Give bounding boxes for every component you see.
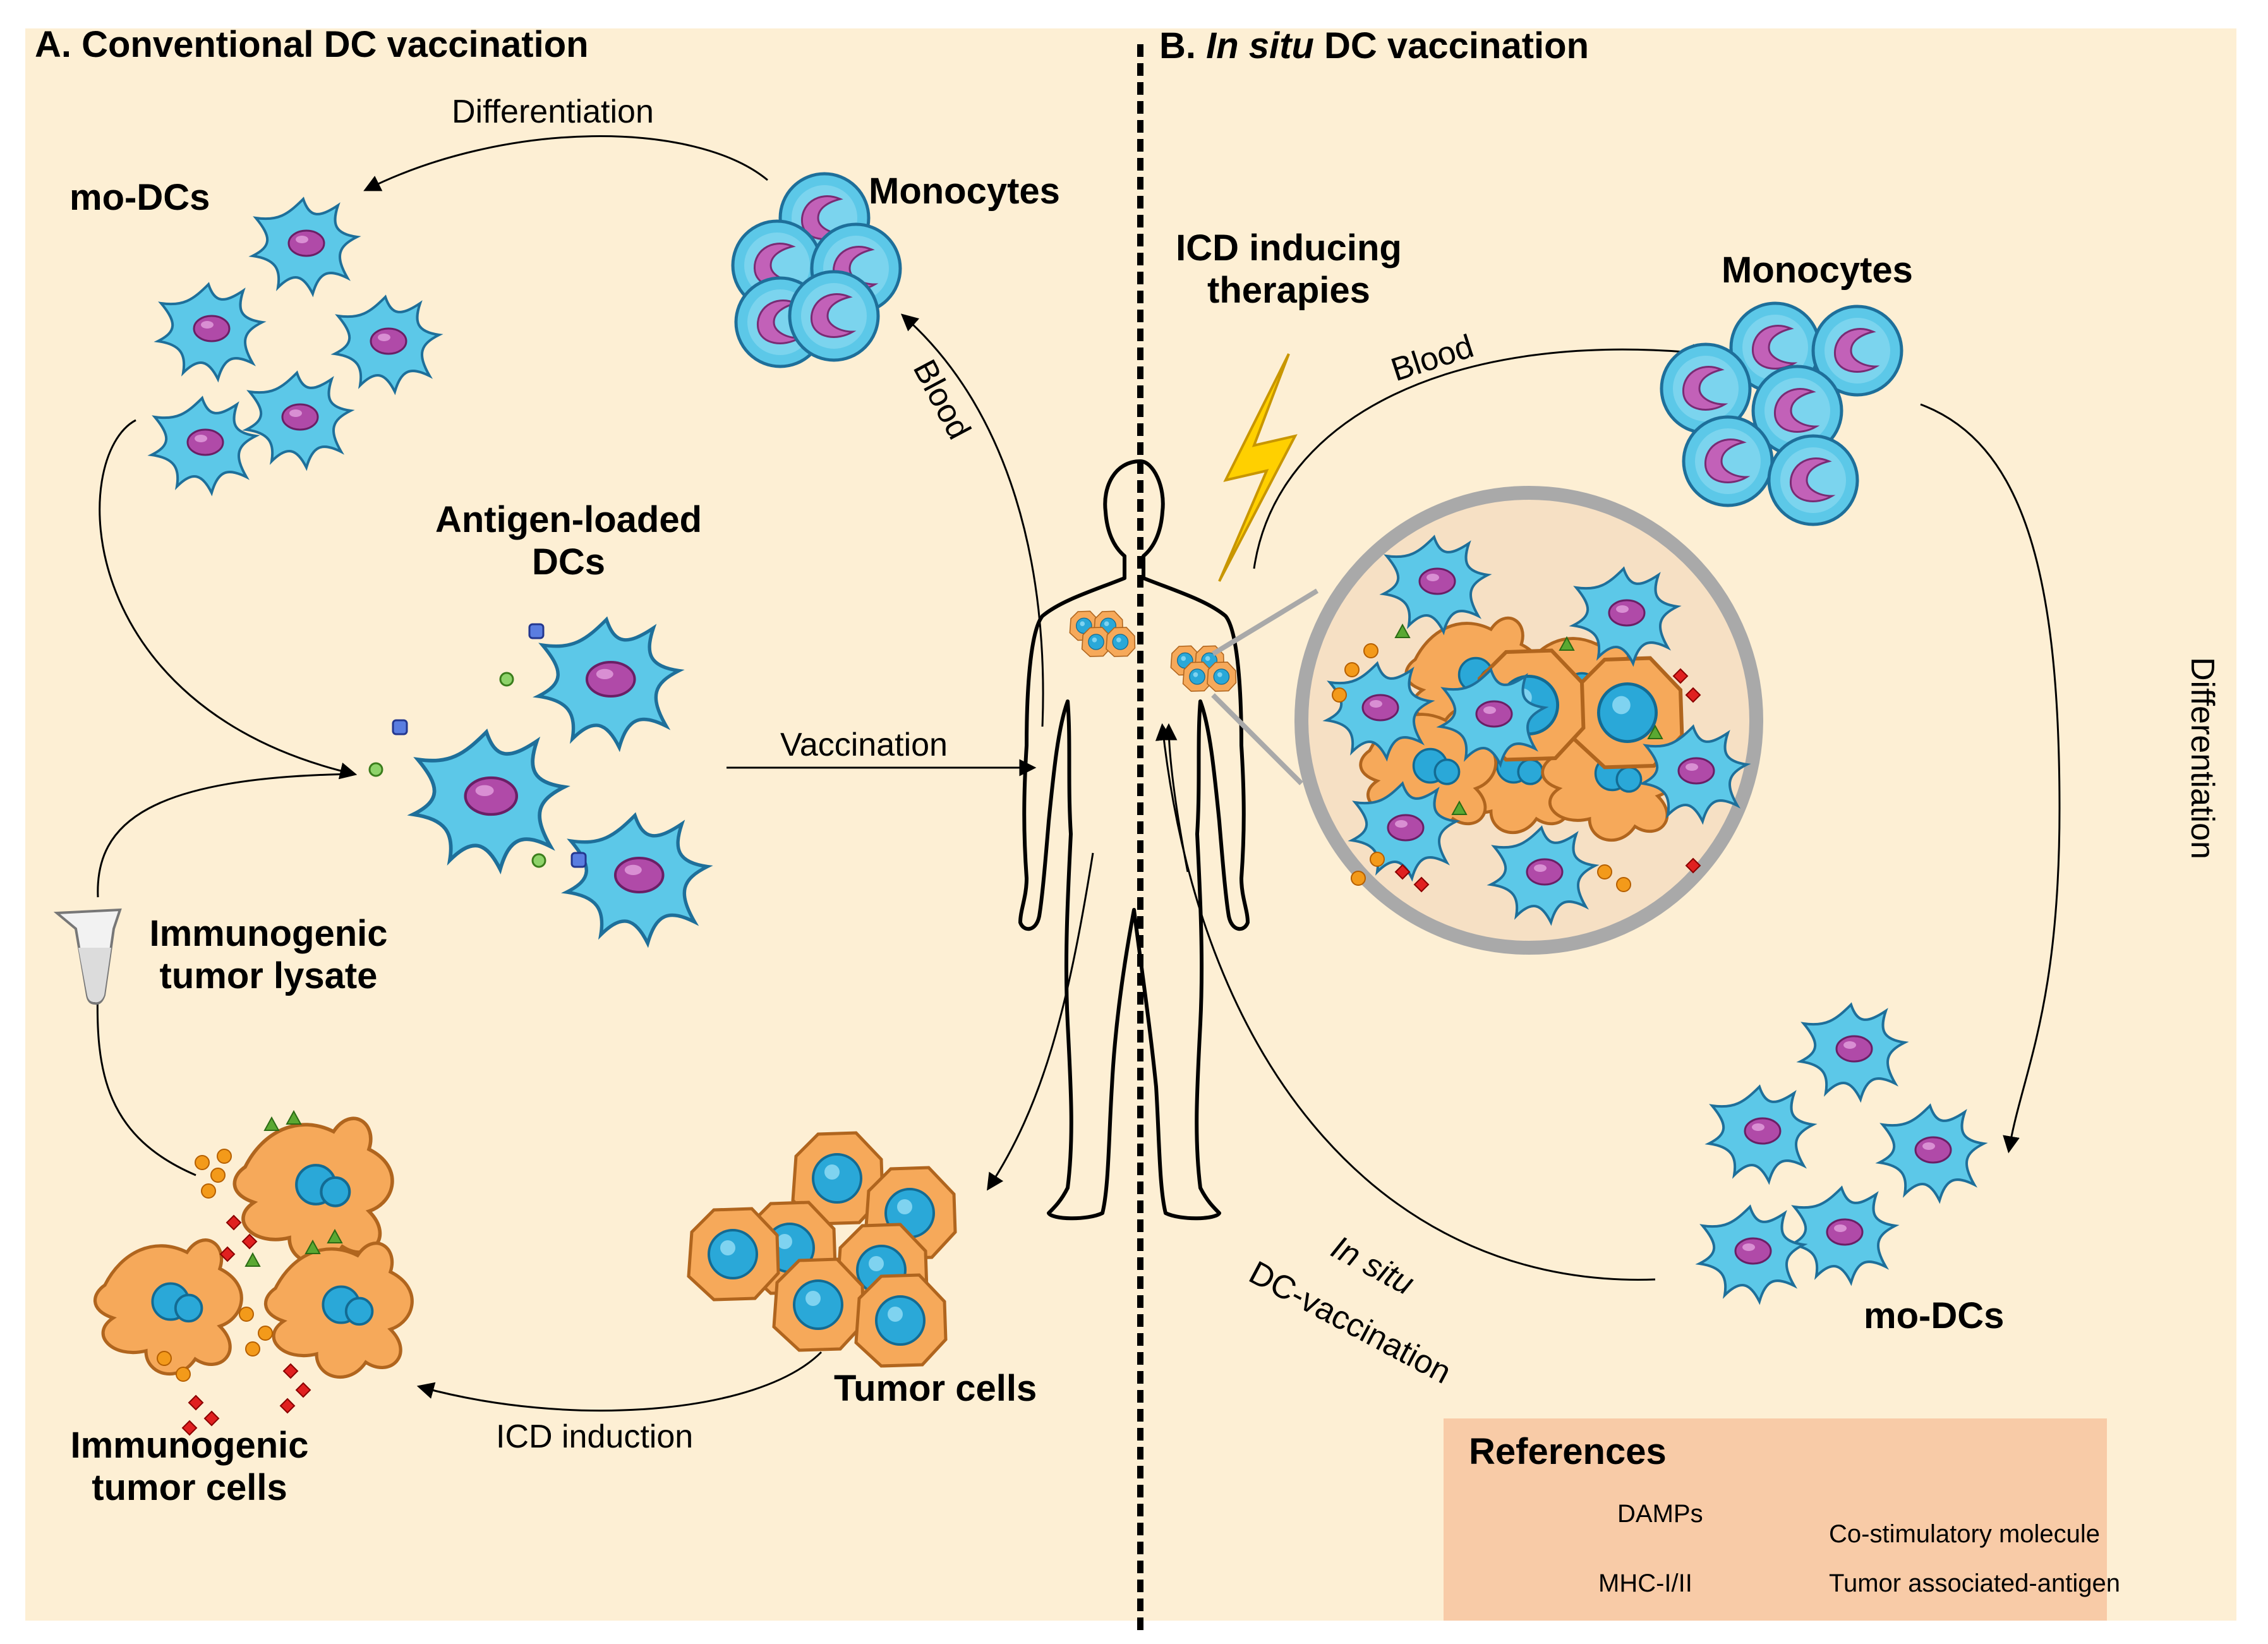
label-vaccination: Vaccination [780, 727, 948, 763]
label-immunogenic-tumor-cells: Immunogenic tumor cells [70, 1425, 309, 1508]
label-differentiation-a: Differentiation [452, 94, 654, 130]
arrow-blood-b [1253, 344, 1710, 569]
label-mo-dcs-a: mo-DCs [69, 177, 210, 218]
arrow-blood-a [900, 313, 1044, 727]
mo-dcs-cluster-a [150, 198, 440, 494]
legend-title: References [1469, 1431, 1667, 1472]
arrow-itumor-to-lysate [96, 985, 196, 1176]
panel-divider [1137, 44, 1143, 1630]
body-tumor-a [1069, 610, 1136, 657]
human-body-outline [1018, 459, 1250, 1221]
lightning-icon [1218, 353, 1298, 582]
arrow-icd-induction [416, 1351, 823, 1411]
lysate-tube-icon [53, 908, 122, 1005]
references-legend: References DAMPs MHC-I/II Co-stimulatory… [1444, 1418, 2120, 1621]
label-monocytes-b: Monocytes [1722, 250, 1913, 291]
label-monocytes-a: Monocytes [869, 171, 1060, 212]
monocytes-cluster-b [1662, 303, 1902, 524]
arrow-in-situ-vaccination [1155, 723, 1656, 1281]
body-tumor-b [1170, 645, 1237, 692]
arrow-to-tumor-cells [987, 852, 1094, 1191]
arrow-differentiation-b [1920, 403, 2061, 1154]
label-immunogenic-tumor-lysate: Immunogenic tumor lysate [149, 913, 388, 996]
arrow-lysate-to-loaded [97, 773, 354, 898]
legend-mhc-label: MHC-I/II [1598, 1569, 1692, 1597]
label-tumor-cells-a: Tumor cells [834, 1368, 1037, 1409]
magnified-tumor-circle [1294, 486, 1763, 955]
label-icd-inducing-therapies: ICD inducing therapies [1176, 227, 1402, 311]
label-mo-dcs-b: mo-DCs [1864, 1295, 2005, 1336]
panel-a-title: A. Conventional DC vaccination [35, 24, 589, 65]
tumor-cells-cluster-a [689, 1133, 955, 1366]
arrow-inner-b [1160, 723, 1189, 873]
mo-dcs-cluster-b [1698, 1003, 1985, 1303]
legend-damps-label: DAMPs [1617, 1500, 1703, 1528]
immunogenic-tumor-cells-cluster [95, 1111, 412, 1435]
legend-costim-label: Co-stimulatory molecule [1829, 1520, 2101, 1548]
antigen-loaded-dcs [368, 620, 708, 944]
label-differentiation-b: Differentiation [2184, 657, 2221, 859]
arrow-modc-to-loaded [99, 419, 358, 780]
label-antigen-loaded-dcs: Antigen-loaded DCs [435, 499, 703, 583]
label-icd-induction: ICD induction [496, 1418, 694, 1455]
panel-b-title: B. In situ DC vaccination [1159, 25, 1589, 66]
legend-taa-label: Tumor associated-antigen [1829, 1569, 2120, 1597]
arrow-differentiation-a [363, 135, 768, 191]
